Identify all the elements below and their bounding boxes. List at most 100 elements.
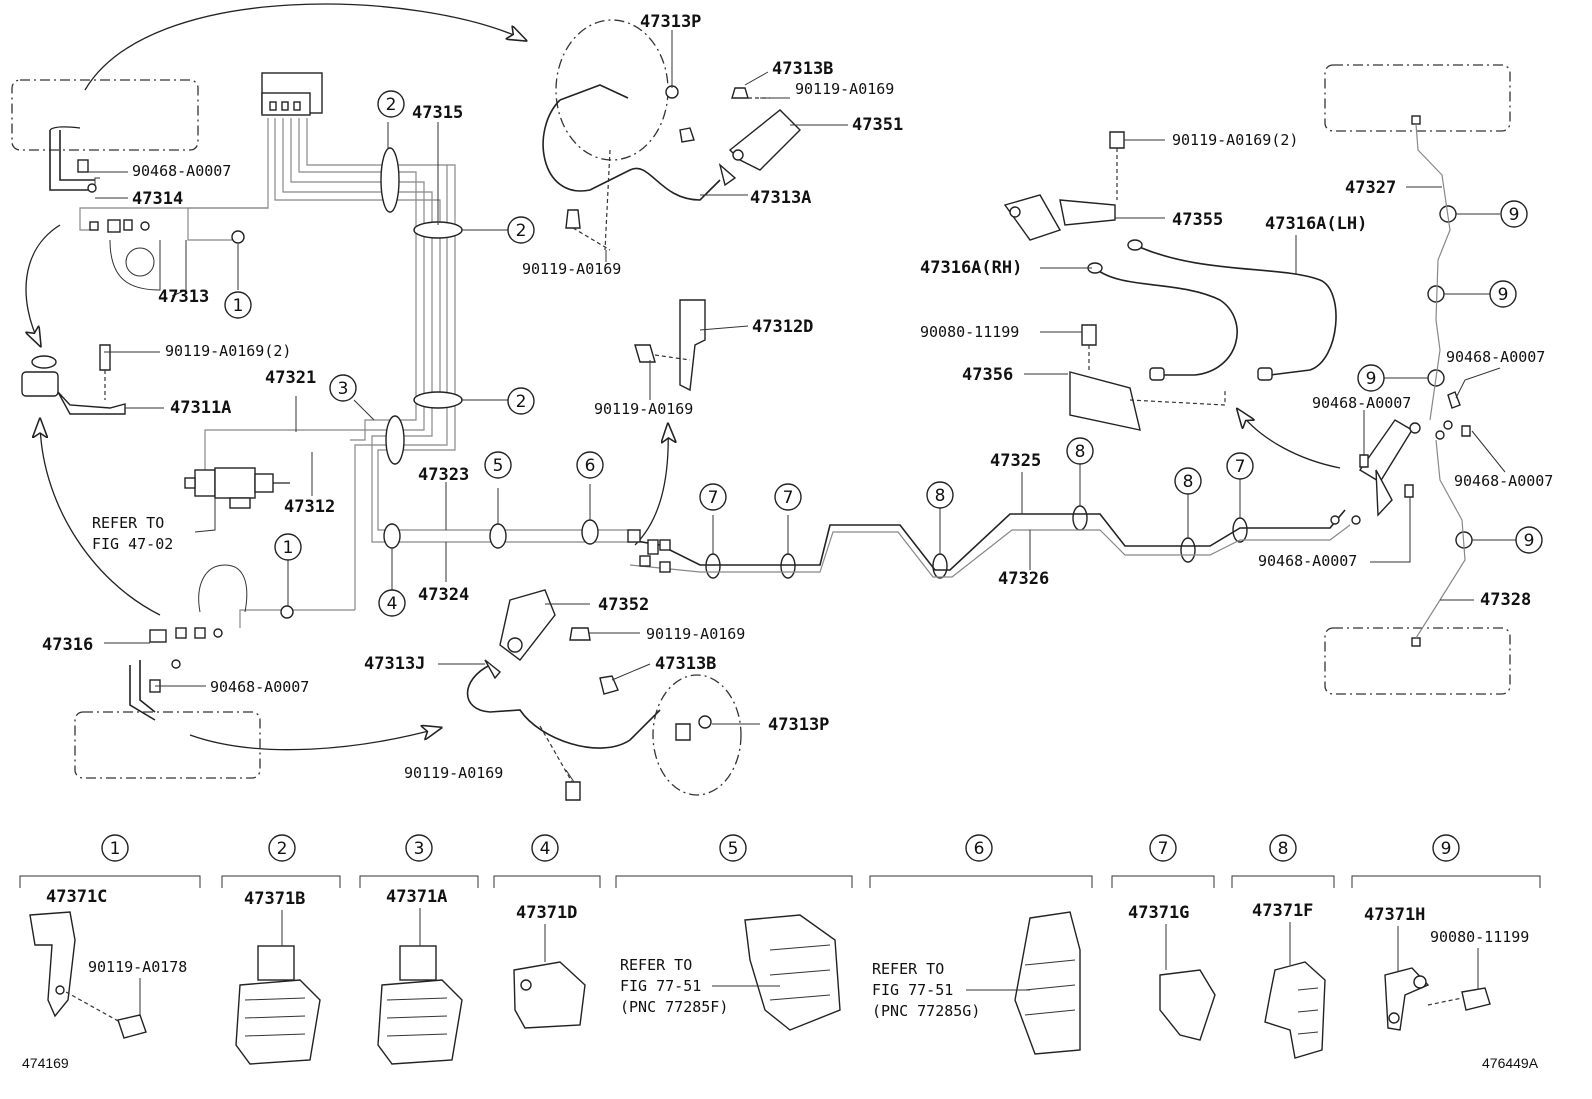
clip-marker-7: 7 (1226, 452, 1254, 480)
svg-text:1: 1 (283, 538, 294, 558)
callout-47324: 47324 (418, 585, 469, 605)
legend-marker-4: 4 (531, 834, 559, 862)
clip-47371B-drawing (235, 945, 321, 1065)
callout-90119-top1: 90119-A0169 (795, 80, 894, 98)
legend-ref6-line2: FIG 77-51 (872, 981, 953, 999)
svg-text:2: 2 (277, 839, 288, 859)
callout-47328: 47328 (1480, 590, 1531, 610)
legend-sub-90080-11199: 90080-11199 (1430, 928, 1529, 946)
callout-47355: 47355 (1172, 210, 1223, 230)
callout-47351: 47351 (852, 115, 903, 135)
svg-text:9: 9 (1498, 285, 1509, 305)
callout-90119-2b: 90119-A0169(2) (1172, 131, 1298, 149)
legend-part-47371F: 47371F (1252, 901, 1313, 921)
svg-text:2: 2 (516, 392, 527, 412)
rear-upper-box (1324, 64, 1511, 132)
legend-part-47371D: 47371D (516, 903, 577, 923)
clip-marker-8: 8 (1174, 467, 1202, 495)
svg-text:8: 8 (1278, 839, 1289, 859)
legend-marker-5: 5 (719, 834, 747, 862)
svg-text:7: 7 (1158, 839, 1169, 859)
legend-marker-1: 1 (101, 834, 129, 862)
callout-labels: 47313P 47313B 90119-A0169 47351 47313A 9… (42, 12, 1553, 782)
svg-text:9: 9 (1441, 839, 1452, 859)
callout-47313P-top: 47313P (640, 12, 701, 32)
svg-text:2: 2 (516, 221, 527, 241)
diagram-clip-markers: 1 2 2 2 3 1 4 5 6 7 7 8 8 8 7 9 9 9 9 (224, 90, 1543, 617)
front-left-wheel-box (11, 79, 199, 151)
svg-text:1: 1 (233, 296, 244, 316)
callout-90119-top2: 90119-A0169 (522, 260, 621, 278)
svg-text:8: 8 (1183, 472, 1194, 492)
callout-90468-d: 90468-A0007 (1312, 394, 1411, 412)
clip-marker-1: 1 (224, 291, 252, 319)
legend-marker-7: 7 (1149, 834, 1177, 862)
clip-77285F-drawing (744, 914, 841, 1031)
flow-arrow (26, 224, 61, 345)
flow-arrow (634, 425, 668, 546)
legend-marker-6: 6 (965, 834, 993, 862)
clip-marker-9: 9 (1515, 526, 1543, 554)
clip-marker-7: 7 (699, 483, 727, 511)
clip-47371C-drawing (29, 911, 147, 1039)
clip-47371D-drawing (513, 961, 586, 1029)
front-right-wheel-box (74, 711, 261, 779)
legend-part-47371G: 47371G (1128, 903, 1189, 923)
svg-text:8: 8 (1075, 442, 1086, 462)
flex-hose-47313A (542, 19, 801, 251)
callout-90468-f: 90468-A0007 (1258, 552, 1357, 570)
callout-90119-b2: 90119-A0169 (404, 764, 503, 782)
svg-text:1: 1 (110, 839, 121, 859)
svg-text:7: 7 (1235, 457, 1246, 477)
callout-47315: 47315 (412, 103, 463, 123)
callout-47312: 47312 (284, 497, 335, 517)
bracket-47312D (634, 299, 706, 392)
callout-47312D: 47312D (752, 317, 813, 337)
clip-marker-2: 2 (507, 387, 535, 415)
legend-part-47371A: 47371A (386, 887, 447, 907)
svg-text:5: 5 (728, 839, 739, 859)
clip-marker-9: 9 (1489, 280, 1517, 308)
svg-text:4: 4 (540, 839, 551, 859)
svg-text:8: 8 (935, 486, 946, 506)
valve-47311A (21, 344, 126, 415)
legend-sub-90119-A0178: 90119-A0178 (88, 958, 187, 976)
svg-text:6: 6 (585, 456, 596, 476)
flow-arrow (1238, 410, 1341, 469)
svg-text:2: 2 (386, 95, 397, 115)
callout-90119-b1: 90119-A0169 (646, 625, 745, 643)
callout-47314: 47314 (132, 189, 183, 209)
clip-marker-9: 9 (1357, 364, 1385, 392)
flow-arrow (189, 728, 440, 751)
svg-text:3: 3 (338, 379, 349, 399)
callout-90468-b: 90468-A0007 (210, 678, 309, 696)
legend-marker-2: 2 (268, 834, 296, 862)
callout-47313P-bot: 47313P (768, 715, 829, 735)
svg-text:7: 7 (783, 488, 794, 508)
clip-47371G-drawing (1159, 969, 1216, 1041)
footer-left-id: 474169 (22, 1055, 69, 1071)
rear-lower-box (1324, 627, 1511, 695)
clip-marker-2: 2 (377, 90, 405, 118)
legend-ref6-line3: (PNC 77285G) (872, 1002, 980, 1020)
callout-47313B-bot: 47313B (655, 654, 716, 674)
leader-lines (88, 30, 1516, 783)
legend-marker-3: 3 (405, 834, 433, 862)
callout-47313: 47313 (158, 287, 209, 307)
legend-ref6-line1: REFER TO (872, 960, 944, 978)
legend-marker-8: 8 (1269, 834, 1297, 862)
clip-marker-8: 8 (1066, 437, 1094, 465)
clip-marker-4: 4 (378, 589, 406, 617)
callout-47326: 47326 (998, 569, 1049, 589)
svg-text:9: 9 (1524, 531, 1535, 551)
callout-47313A: 47313A (750, 188, 811, 208)
callout-47313J: 47313J (364, 654, 425, 674)
clip-marker-9: 9 (1500, 200, 1528, 228)
legend-part-47371H: 47371H (1364, 905, 1425, 925)
callout-47316A-RH: 47316A(RH) (920, 258, 1022, 278)
svg-text:3: 3 (414, 839, 425, 859)
callout-47313B-top: 47313B (772, 59, 833, 79)
legend-marker-9: 9 (1432, 834, 1460, 862)
clip-77285G-drawing (1014, 911, 1081, 1055)
